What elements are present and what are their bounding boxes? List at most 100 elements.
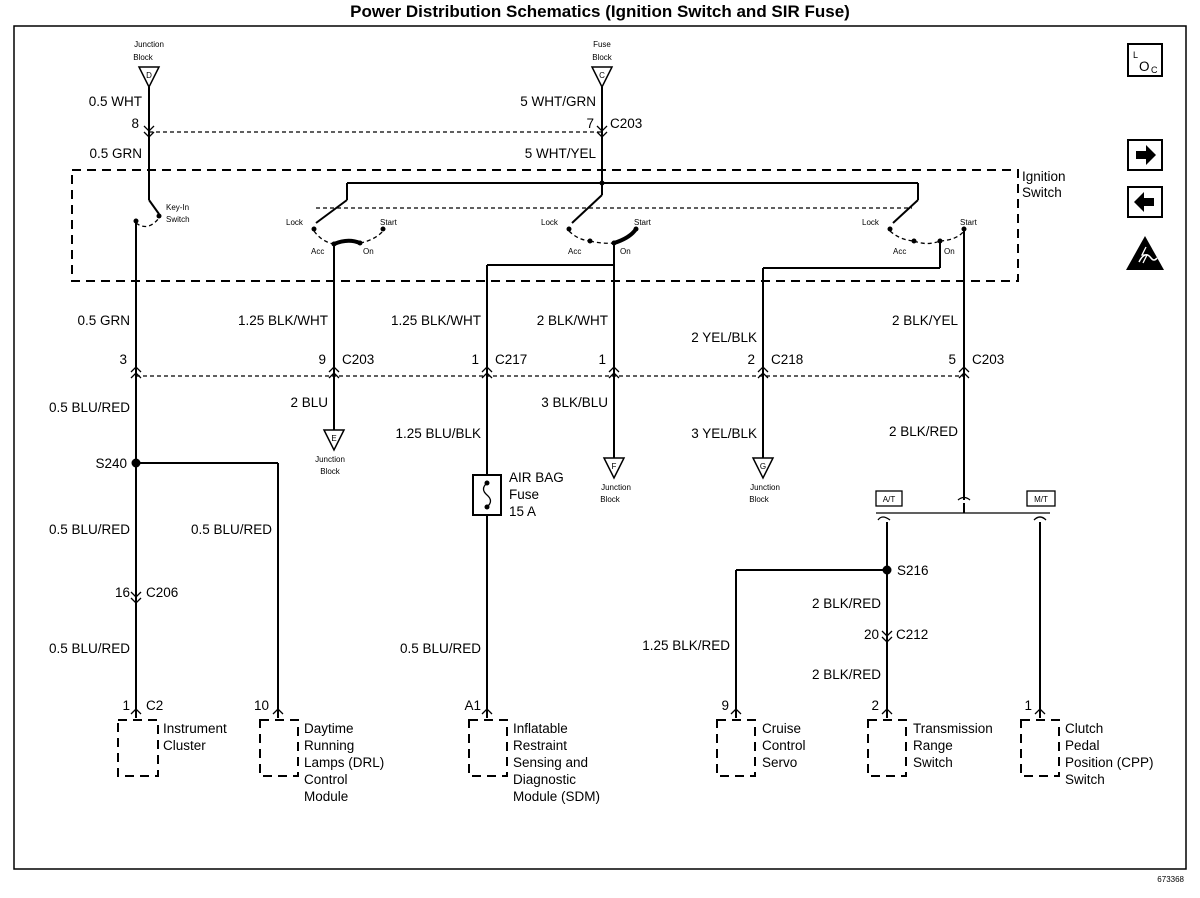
svg-text:A1: A1 [464, 698, 481, 713]
svg-text:Fuse: Fuse [509, 487, 539, 502]
svg-text:Block: Block [133, 53, 154, 62]
option-mt: M/T [1026, 490, 1056, 507]
loc-letter-c: C [1151, 65, 1158, 75]
junction-block-e: E Junction Block [315, 429, 346, 476]
wire-label: 0.5 BLU/RED [400, 641, 481, 656]
loc-letter-o: O [1139, 59, 1150, 74]
page-title: Power Distribution Schematics (Ignition … [350, 2, 850, 21]
splice-label: S240 [95, 456, 127, 471]
svg-text:Servo: Servo [762, 755, 797, 770]
wire-label: 2 YEL/BLK [691, 330, 757, 345]
wire-label: 3 BLK/BLU [541, 395, 608, 410]
esd-warning-icon[interactable] [1126, 236, 1164, 270]
svg-text:Junction: Junction [134, 40, 164, 49]
loc-button[interactable]: L O C [1127, 43, 1163, 77]
svg-text:Lock: Lock [286, 218, 304, 227]
svg-text:Daytime: Daytime [304, 721, 354, 736]
svg-text:Switch: Switch [1022, 185, 1062, 200]
connector-label: C203 [342, 352, 374, 367]
svg-text:Diagnostic: Diagnostic [513, 772, 576, 787]
svg-text:Fuse: Fuse [593, 40, 611, 49]
ignition-switch-label: Ignition [1022, 169, 1066, 184]
pin-number: 16 [115, 585, 130, 600]
wire-label: 2 BLK/RED [889, 424, 958, 439]
connector-label: C203 [610, 116, 642, 131]
svg-text:On: On [363, 247, 374, 256]
pin-number: 8 [131, 116, 139, 131]
svg-text:Acc: Acc [568, 247, 581, 256]
pin-number: 20 [864, 627, 879, 642]
svg-text:On: On [944, 247, 955, 256]
ignition-switch-section-2: Lock Start Acc On [541, 194, 652, 256]
splice-label: S216 [897, 563, 929, 578]
svg-text:M/T: M/T [1034, 495, 1048, 504]
svg-text:Block: Block [320, 467, 341, 476]
svg-text:1: 1 [1024, 698, 1032, 713]
source-letter: C [599, 71, 605, 80]
transmission-range-switch: 2 Transmission Range Switch [867, 698, 993, 777]
wire-label: 0.5 BLU/RED [49, 641, 130, 656]
svg-text:Key-In: Key-In [166, 203, 189, 212]
wire-label: 0.5 BLU/RED [49, 522, 130, 537]
junction-block-g: G Junction Block [749, 457, 780, 504]
wire-label: 0.5 GRN [77, 313, 130, 328]
svg-text:Block: Block [749, 495, 770, 504]
source-letter: D [146, 71, 152, 80]
svg-text:Inflatable: Inflatable [513, 721, 568, 736]
air-bag-fuse: AIR BAG Fuse 15 A [472, 470, 564, 519]
svg-text:Position (CPP): Position (CPP) [1065, 755, 1154, 770]
wire-label: 2 BLU [290, 395, 328, 410]
arrow-left-icon [1134, 192, 1154, 212]
svg-text:Lock: Lock [862, 218, 880, 227]
wire-label: 2 BLK/YEL [892, 313, 959, 328]
instrument-cluster: 1 C2 Instrument Cluster [117, 698, 227, 777]
svg-text:AIR BAG: AIR BAG [509, 470, 564, 485]
ignition-switch-section-3: Lock Start Acc On [862, 199, 978, 256]
wire-label: 5 WHT/YEL [525, 146, 597, 161]
svg-text:Lock: Lock [541, 218, 559, 227]
wire-label: 0.5 BLU/RED [191, 522, 272, 537]
svg-text:Start: Start [960, 218, 978, 227]
svg-text:Switch: Switch [1065, 772, 1105, 787]
cpp-switch: 1 Clutch Pedal Position (CPP) Switch [1020, 698, 1154, 787]
svg-text:Block: Block [600, 495, 621, 504]
svg-text:Block: Block [592, 53, 613, 62]
next-page-button[interactable] [1127, 139, 1163, 171]
svg-text:Junction: Junction [601, 483, 631, 492]
pin-number: 1 [471, 352, 479, 367]
connector-label: C206 [146, 585, 178, 600]
svg-text:Cruise: Cruise [762, 721, 801, 736]
drl-control-module: 10 Daytime Running Lamps (DRL) Control M… [254, 698, 384, 804]
svg-text:Running: Running [304, 738, 354, 753]
svg-text:1: 1 [122, 698, 130, 713]
svg-text:Instrument: Instrument [163, 721, 227, 736]
wire-label: 2 BLK/RED [812, 596, 881, 611]
wire-label: 2 BLK/RED [812, 667, 881, 682]
wire-label: 3 YEL/BLK [691, 426, 757, 441]
wire-label: 1.25 BLU/BLK [395, 426, 481, 441]
wire-label: 5 WHT/GRN [520, 94, 596, 109]
svg-text:Module (SDM): Module (SDM) [513, 789, 600, 804]
svg-text:Pedal: Pedal [1065, 738, 1100, 753]
svg-text:10: 10 [254, 698, 269, 713]
wire-label: 1.25 BLK/WHT [238, 313, 328, 328]
svg-text:15 A: 15 A [509, 504, 536, 519]
connector-label: C203 [972, 352, 1004, 367]
connector-label: C218 [771, 352, 803, 367]
svg-text:Transmission: Transmission [913, 721, 993, 736]
svg-text:Range: Range [913, 738, 953, 753]
wire-label: 0.5 GRN [89, 146, 142, 161]
wire-label: 0.5 BLU/RED [49, 400, 130, 415]
pin-number: 2 [747, 352, 755, 367]
junction-block-d-source: Junction Block D [133, 40, 164, 89]
previous-page-button[interactable] [1127, 186, 1163, 218]
svg-text:Junction: Junction [315, 455, 345, 464]
svg-text:Sensing and: Sensing and [513, 755, 588, 770]
svg-text:C2: C2 [146, 698, 163, 713]
svg-text:9: 9 [721, 698, 729, 713]
svg-text:2: 2 [871, 698, 879, 713]
svg-text:G: G [760, 462, 766, 471]
svg-text:A/T: A/T [883, 495, 896, 504]
connector-row [130, 366, 970, 379]
